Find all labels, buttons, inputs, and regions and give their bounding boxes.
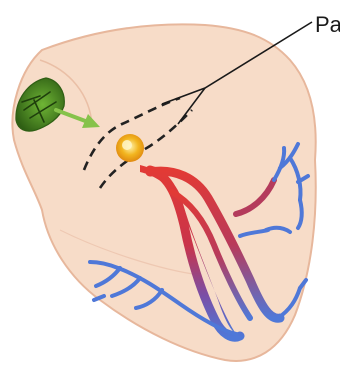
pacemaker-label: Pa <box>315 12 340 37</box>
av-node <box>116 134 144 162</box>
